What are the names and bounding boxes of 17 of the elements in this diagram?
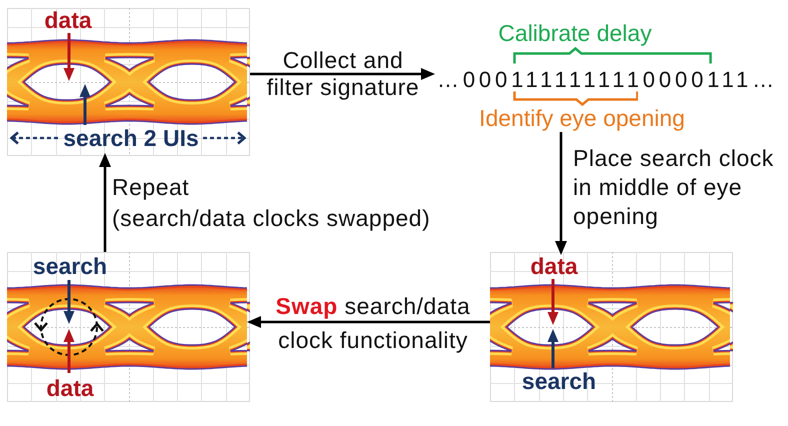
clock-label: search <box>32 254 108 278</box>
edge-label: Place search clock in middle of eye opening <box>573 144 774 230</box>
arrow <box>555 132 567 255</box>
clock-label: search 2 UIs <box>63 126 199 150</box>
bit-sequence: …0001111111110000111… <box>437 70 778 90</box>
clock-label: search <box>522 369 596 393</box>
arrow <box>247 316 490 328</box>
edge-label: Collect and filter signature <box>266 46 420 100</box>
clock-label: data <box>44 8 92 32</box>
bracket-label: Identify eye opening <box>479 106 685 130</box>
bracket-label: Calibrate delay <box>498 21 652 45</box>
arrow <box>250 68 435 80</box>
edge-label: Swap search/data clock functionality <box>276 292 470 355</box>
edge-label: Repeat (search/data clocks swapped) <box>112 172 430 233</box>
clock-label: data <box>530 254 578 278</box>
clock-label: data <box>46 376 94 400</box>
arrow <box>99 153 111 252</box>
